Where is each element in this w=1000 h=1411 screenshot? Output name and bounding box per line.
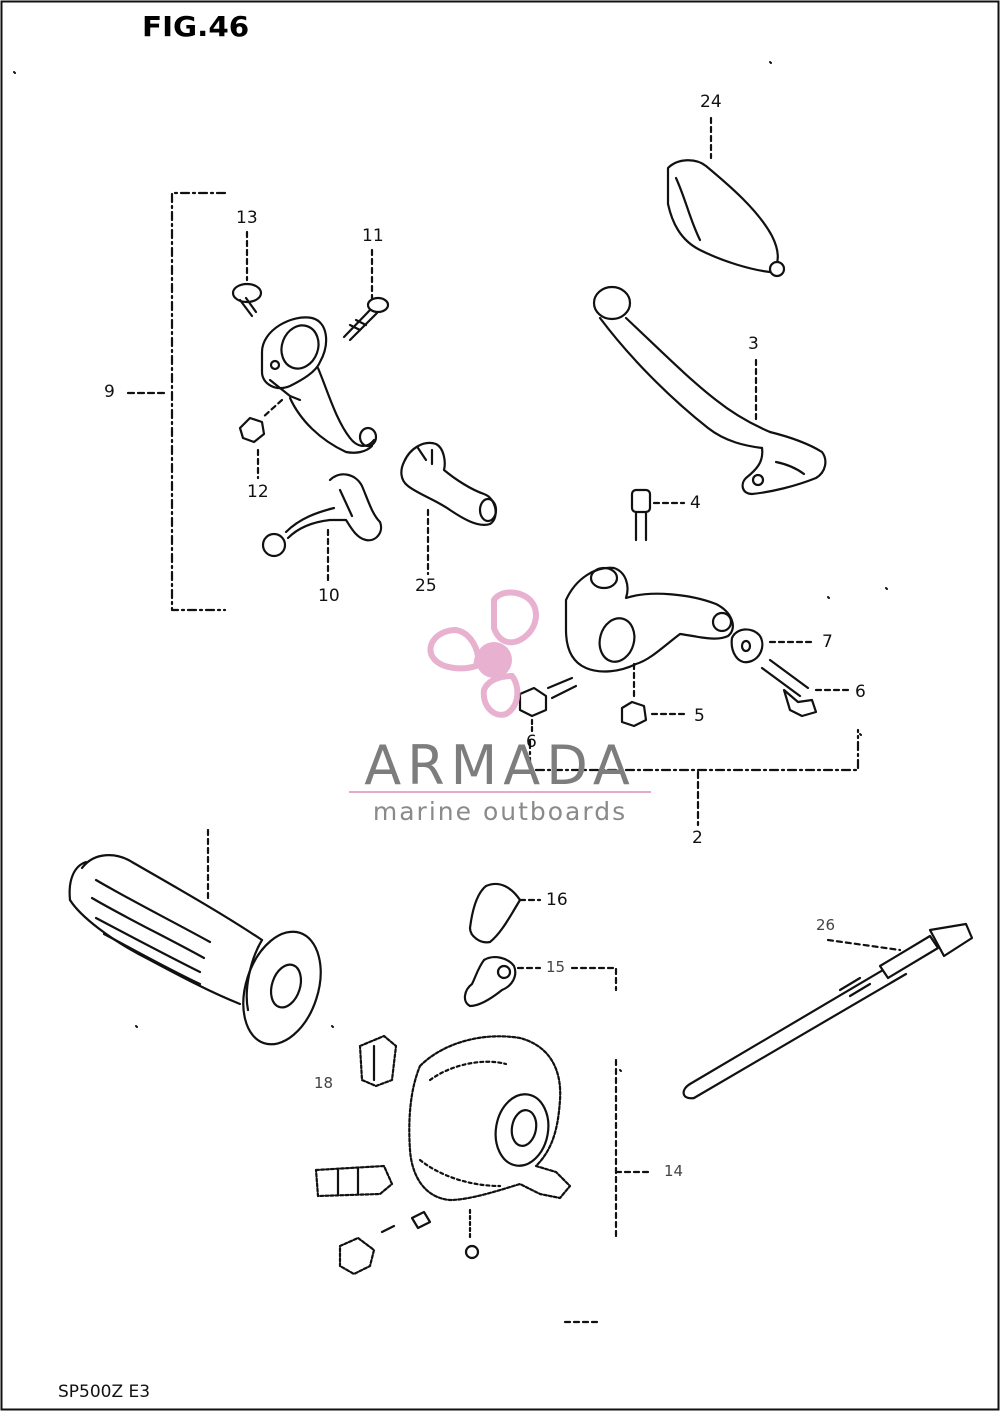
part-6-bolt-right bbox=[760, 658, 852, 718]
callout-11: 11 bbox=[362, 226, 384, 246]
callout-5: 5 bbox=[694, 706, 705, 726]
part-12-nut bbox=[238, 398, 284, 480]
part-2-lever-holder bbox=[564, 566, 734, 702]
callout-24: 24 bbox=[700, 92, 722, 112]
print-specks bbox=[13, 61, 888, 1072]
part-grip bbox=[68, 828, 322, 1046]
part-11-screw bbox=[342, 248, 390, 342]
callout-25: 25 bbox=[415, 576, 437, 596]
callout-12: 12 bbox=[247, 482, 269, 502]
part-3-brake-lever bbox=[592, 285, 827, 496]
callout-3: 3 bbox=[748, 334, 759, 354]
part-24-cover bbox=[666, 116, 786, 278]
callout-2: 2 bbox=[692, 828, 703, 848]
callout-9: 9 bbox=[104, 382, 115, 402]
part-22-connector bbox=[314, 1164, 394, 1198]
callout-14: 14 bbox=[664, 1162, 684, 1180]
part-7-washer bbox=[730, 628, 814, 664]
callout-6-right: 6 bbox=[855, 682, 866, 702]
bracket-group-2 bbox=[528, 728, 860, 827]
part-25-fitting bbox=[400, 441, 498, 576]
part-9-lever-holder bbox=[260, 316, 378, 454]
part-4-pivot-bolt bbox=[630, 488, 686, 542]
part-16-switch-knob bbox=[468, 882, 542, 944]
callout-7: 7 bbox=[822, 632, 833, 652]
part-13-bolt bbox=[231, 230, 263, 318]
bracket-group-9 bbox=[126, 191, 227, 612]
part-15-switch-knob bbox=[463, 956, 618, 1008]
part-5-nut bbox=[620, 700, 686, 728]
callout-10: 10 bbox=[318, 586, 340, 606]
callout-18: 18 bbox=[314, 1074, 334, 1092]
callout-26: 26 bbox=[816, 916, 836, 934]
callout-6-left: 6 bbox=[526, 732, 537, 752]
callout-15: 15 bbox=[546, 958, 566, 976]
part-10-lever bbox=[261, 473, 383, 584]
watermark-tagline: marine outboards bbox=[372, 797, 628, 826]
callout-4: 4 bbox=[690, 493, 701, 513]
watermark-name: ARMADA bbox=[364, 734, 636, 797]
part-14-switch-housing bbox=[408, 1035, 652, 1242]
callout-13: 13 bbox=[236, 208, 258, 228]
callout-16: 16 bbox=[546, 890, 568, 910]
figure-code: SP500Z E3 bbox=[58, 1382, 151, 1402]
figure-title: FIG.46 bbox=[142, 10, 250, 43]
part-small-screws bbox=[338, 1208, 602, 1324]
part-18-switch bbox=[358, 1034, 398, 1088]
part-26-cable bbox=[682, 922, 974, 1100]
part-6-bolt-left bbox=[518, 676, 578, 736]
propeller-icon bbox=[427, 589, 539, 718]
